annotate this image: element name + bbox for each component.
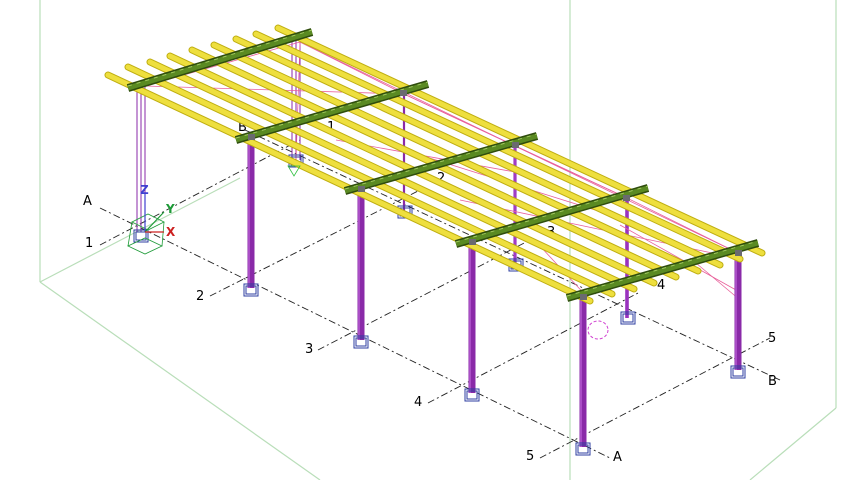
grid-label-a-right: A (613, 450, 622, 465)
base-plate-b2 (353, 335, 369, 349)
bounding-box (39, 0, 837, 480)
connections (248, 90, 742, 300)
axis-x-label: X (166, 225, 176, 239)
grid-label-5-left: 5 (526, 449, 534, 464)
grid-label-4-left: 4 (414, 395, 422, 410)
rafter-1 (127, 29, 313, 91)
axis-z-label: Z (140, 183, 149, 197)
base-plate-a5 (620, 311, 636, 325)
rafter-4 (455, 185, 649, 247)
grid-label-3-left: 3 (305, 342, 313, 357)
grid-label-a-left: A (83, 194, 92, 209)
rafter-3 (344, 133, 538, 194)
base-plate-b1 (243, 283, 259, 297)
grid-label-4-right: 4 (657, 278, 665, 293)
axis-triad: Z Y X (127, 183, 176, 255)
base-plate-b3 (464, 388, 480, 402)
support-marker (287, 165, 301, 177)
axis-y-label: Y (165, 202, 175, 216)
selection-marker (587, 320, 609, 340)
grid-label-2-right: 2 (437, 171, 445, 186)
rafter-5 (566, 240, 759, 301)
front-column-highlights (248, 140, 737, 447)
front-columns[interactable] (247, 138, 742, 447)
grid-label-2-left: 2 (196, 289, 204, 304)
base-plate-b5 (730, 365, 746, 379)
grid-labels: A B 1 2 3 4 5 1 2 3 4 5 A B (83, 120, 777, 465)
grid-label-5-right: 5 (768, 331, 776, 346)
rafters[interactable] (126, 28, 760, 302)
grid-label-b-left: B (238, 120, 247, 135)
grid-label-1-left: 1 (85, 236, 93, 251)
axis-y-line (144, 211, 165, 233)
back-column-1 (136, 82, 146, 232)
base-plate-b4 (575, 442, 591, 456)
grid-label-1-right: 1 (327, 120, 335, 135)
grid-label-b-right: B (768, 374, 777, 389)
rafter-2 (235, 81, 429, 143)
